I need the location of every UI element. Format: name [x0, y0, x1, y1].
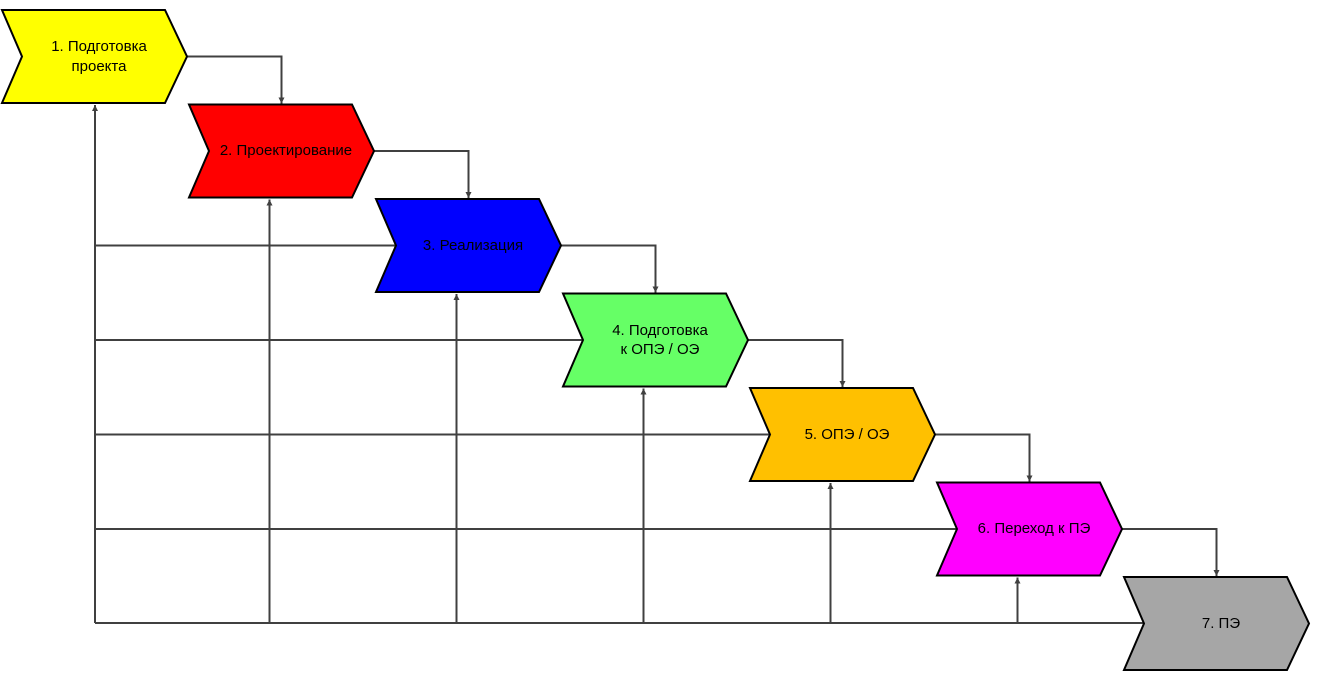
stage-5-label-line: 5. ОПЭ / ОЭ — [804, 425, 890, 443]
stage-1-label-line: 1. Подготовка — [51, 38, 147, 55]
stage-4-label: 4. Подготовка к ОПЭ / ОЭ — [583, 294, 737, 387]
stage-7-label-line: 7. ПЭ — [1201, 614, 1241, 632]
stage-7-label: 7. ПЭ — [1144, 577, 1298, 670]
flow-connector-1-2 — [187, 55, 285, 104]
stage-2-chevron — [187, 103, 376, 199]
flow-connector-3-4 — [561, 244, 659, 293]
flow-connector-4-5 — [748, 339, 846, 387]
stage-4-label-line: 4. Подготовка — [612, 321, 708, 339]
stage-6-label-line: 6. Переход к ПЭ — [977, 520, 1091, 538]
stage-3-label: 3. Реализация — [396, 199, 550, 292]
stage-7-chevron — [1122, 576, 1311, 671]
stage-5-chevron — [748, 387, 937, 482]
flow-connector-5-6 — [935, 433, 1033, 482]
stage-6-chevron — [935, 481, 1124, 577]
stage-3-label-line: 3. Реализация — [422, 236, 524, 254]
stage-5-label: 5. ОПЭ / ОЭ — [770, 388, 924, 481]
stage-1-label-line: проекта — [71, 57, 127, 75]
stage-3-chevron — [374, 198, 563, 293]
stage-2-label-line: 2. Проектирование — [219, 142, 353, 160]
flow-connector-6-7 — [1122, 528, 1220, 576]
flow-connector-2-3 — [374, 150, 472, 198]
stage-4-label-line: к ОПЭ / ОЭ — [620, 341, 700, 358]
connectors — [92, 55, 1220, 624]
stage-shapes — [0, 9, 1311, 671]
stage-2-label: 2. Проектирование — [209, 105, 363, 198]
stage-1-label: 1. Подготовка проекта — [22, 10, 176, 103]
stage-4-chevron — [561, 292, 750, 388]
stage-6-label: 6. Переход к ПЭ — [957, 483, 1111, 576]
stage-1-chevron — [0, 9, 189, 104]
